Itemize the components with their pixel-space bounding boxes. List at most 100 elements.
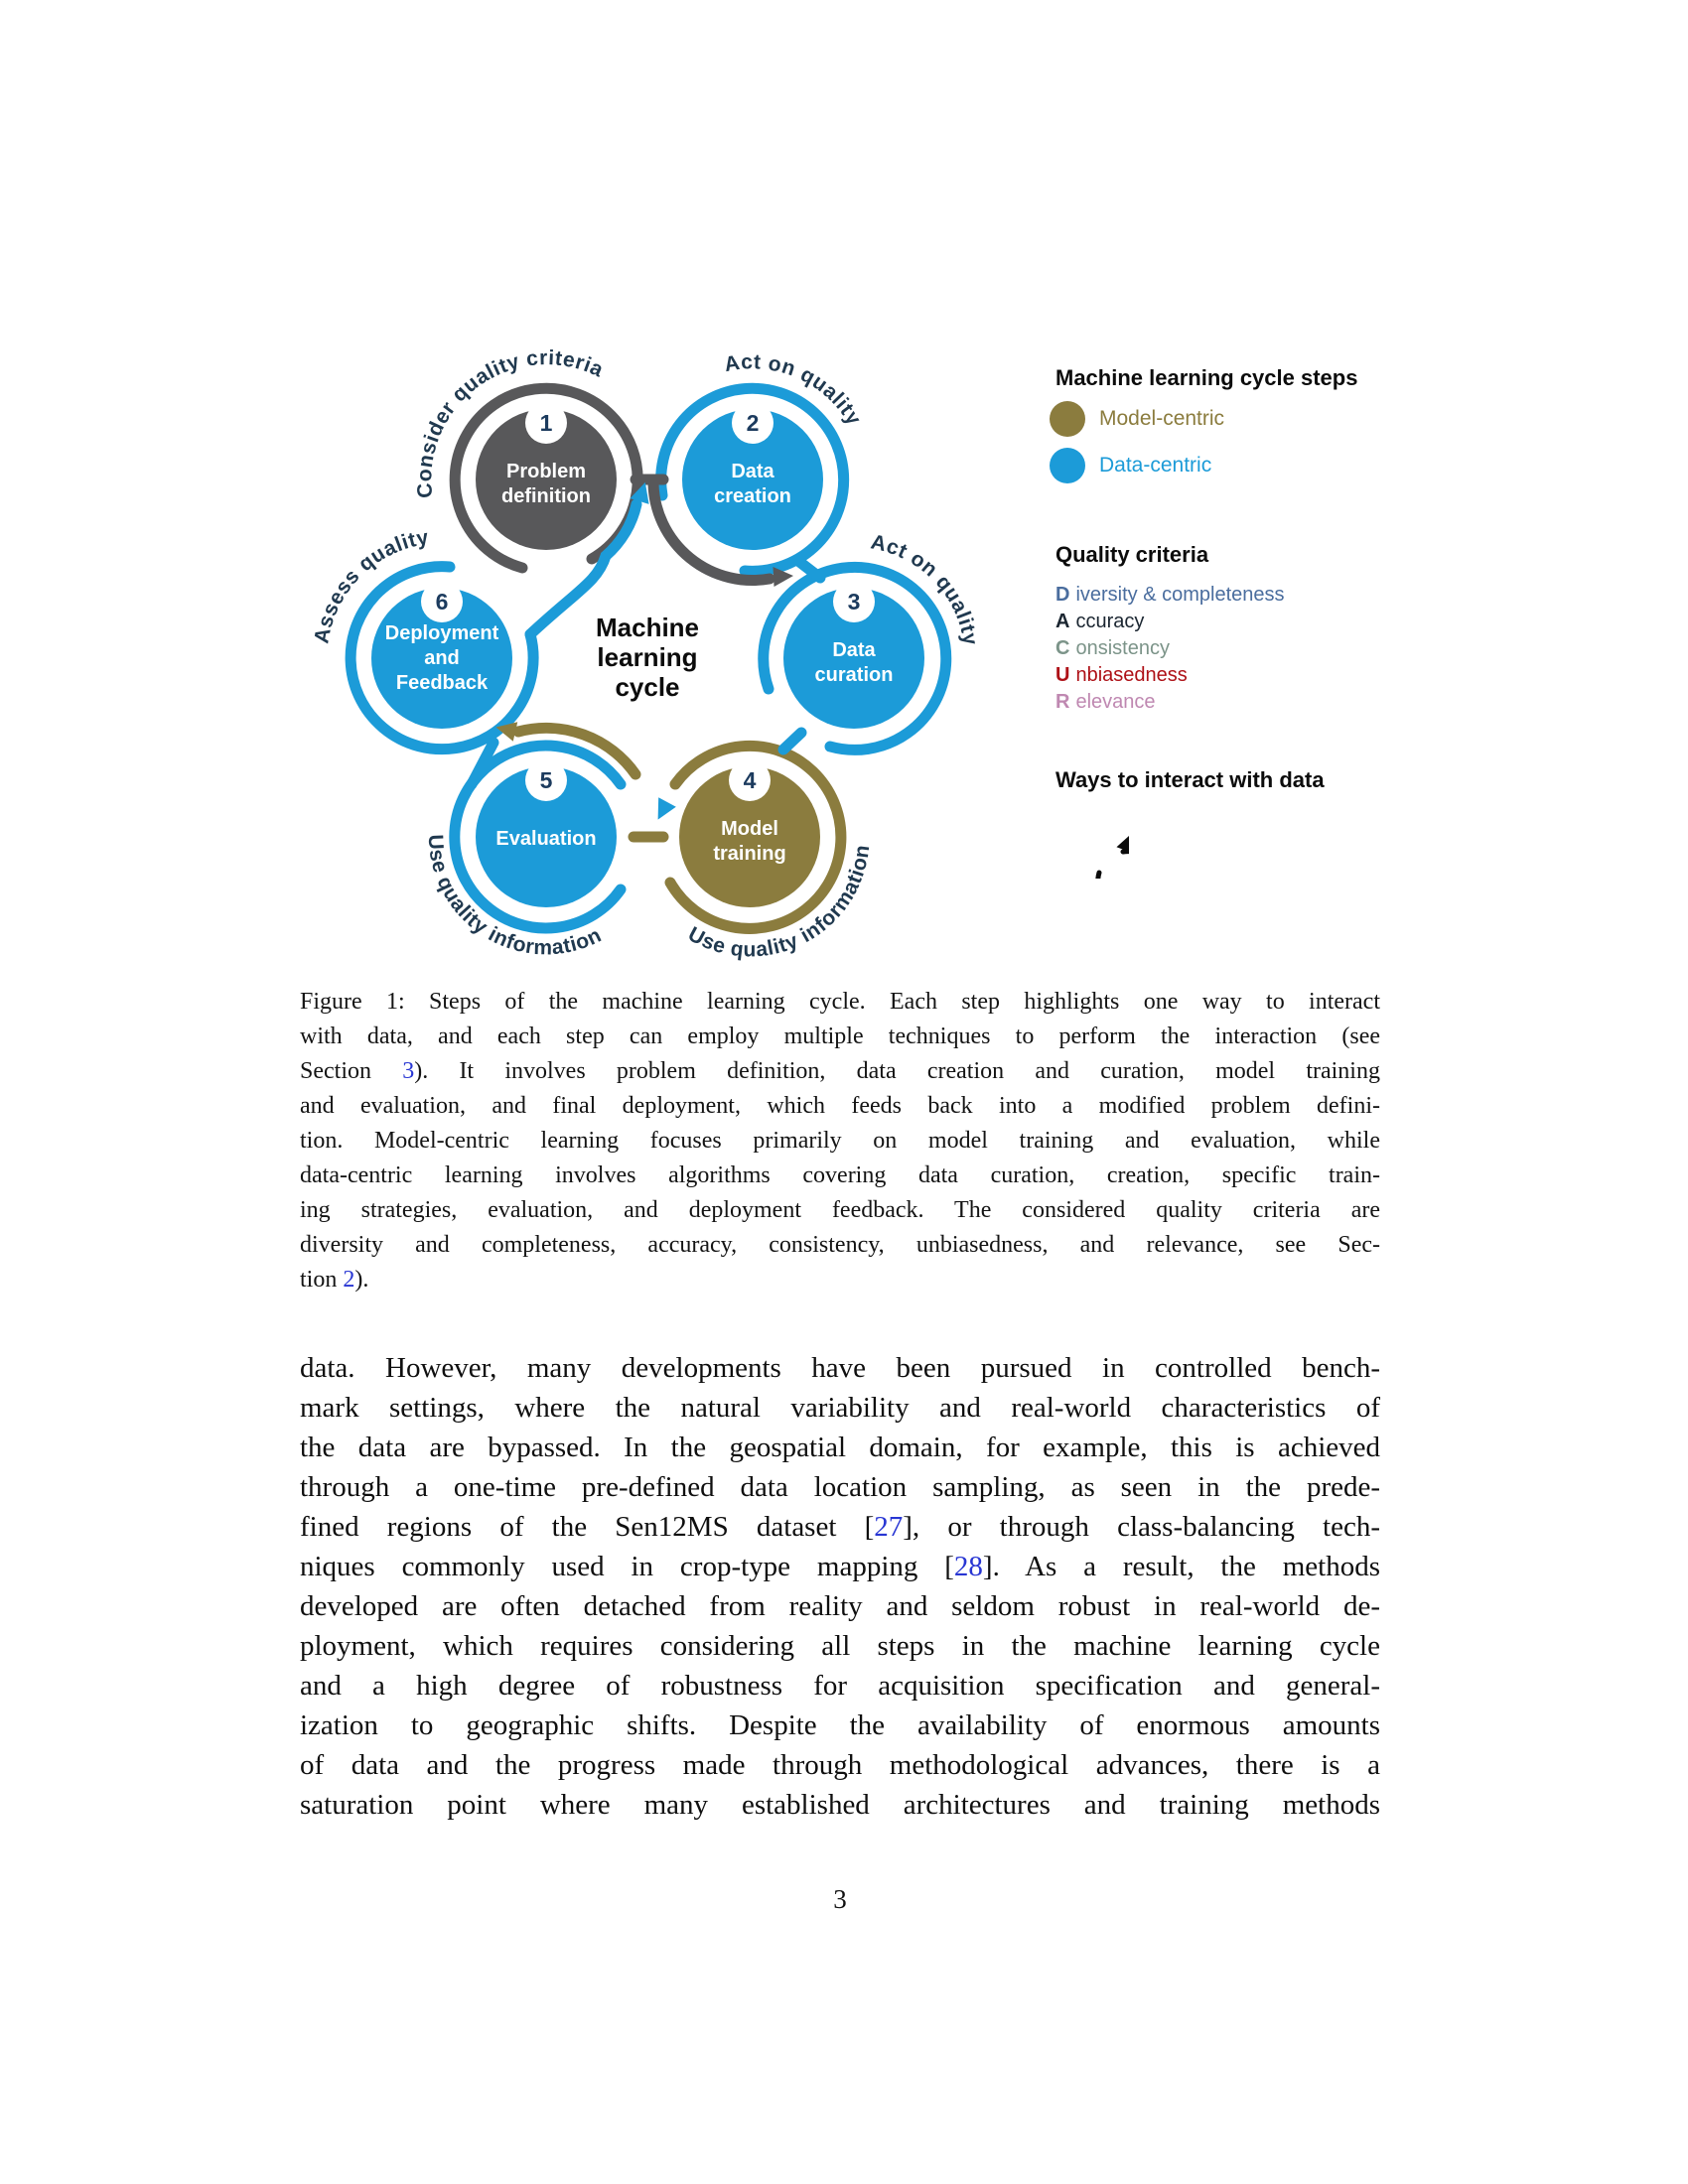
body-line: mark settings, where the natural variabi… [300,1392,1380,1424]
caption-text: ). It involves problem definition, data … [414,1058,1380,1084]
node-circle-4 [679,766,820,907]
ring-model-training [664,740,847,934]
figure-caption: Figure 1: Steps of the machine learning … [300,985,1380,1297]
node-label: Feedback [396,672,489,694]
node-label: Data [832,639,876,661]
cycle-node-data-curation: 3 Data curation [783,581,924,729]
section-2-link[interactable]: 2 [343,1267,355,1293]
flow-under-data-creation [647,478,775,586]
body-line: and a high degree of robustness for acqu… [300,1670,1380,1702]
criterion-letter: U [1055,664,1070,686]
body-line: ization to geographic shifts. Despite th… [300,1709,1380,1741]
criterion-letter: D [1055,584,1070,606]
node-number-5: 5 [540,767,553,793]
caption-line: diversity and completeness, accuracy, co… [300,1232,1380,1258]
node-badge-3 [833,581,875,622]
caption-text: Section [300,1058,403,1084]
criterion-rest: ccuracy [1075,611,1145,632]
ring-deployment [345,561,539,755]
cycle-node-evaluation: 5 Evaluation [476,759,617,907]
caption-line: and evaluation, and final deployment, wh… [300,1093,1380,1119]
body-text: fined regions of the Sen12MS dataset [ [300,1511,875,1543]
caption-text: ). [354,1267,369,1293]
arrow-into-problem-definition [630,481,649,504]
cycle-center-title: Machine learning cycle [596,613,699,702]
cycle-node-data-creation: 2 Data creation [682,402,823,550]
center-line: learning [597,642,697,672]
flow-over-evaluation [512,722,641,780]
node-label: Evaluation [495,828,596,850]
center-line: cycle [615,672,679,702]
node-number-2: 2 [747,410,760,436]
body-line: of data and the progress made through me… [300,1749,1380,1781]
body-line: through a one-time pre-defined data loca… [300,1471,1380,1503]
node-label: curation [815,664,894,686]
ml-cycle-diagram: 1 Problem definition 2 Data creation 3 D… [310,346,981,961]
node-badge-5 [525,759,567,801]
arrow-to-data-curation [773,567,793,587]
body-line: niques commonly used in crop-type mappin… [300,1547,1380,1586]
cycle-node-model-training: 4 Model training [679,759,820,907]
criterion-letter: R [1055,691,1070,713]
connector-6-1 [524,498,642,640]
caption-line: data-centric learning involves algorithm… [300,1162,1380,1188]
ring-data-curation [758,561,952,755]
caption-line: with data, and each step can employ mult… [300,1024,1380,1049]
caption-line: ing strategies, evaluation, and deployme… [300,1197,1380,1223]
body-text: ]. As a result, the methods [982,1551,1380,1582]
legend-spacer [1050,484,1387,542]
node-number-3: 3 [848,589,861,614]
connector-5-6 [466,737,499,790]
node-badge-2 [732,402,774,444]
legend-ways-title: Ways to interact with data [1055,767,1325,792]
node-circle-3 [783,588,924,729]
body-text: ], or through class-balancing tech- [903,1511,1380,1543]
criterion-rest: iversity & completeness [1075,584,1285,606]
caption-text: tion [300,1267,344,1293]
legend-label-data-centric: Data-centric [1099,454,1212,477]
node-label: Problem [506,461,586,482]
cycle-node-deployment-feedback: 6 Deployment and Feedback [371,581,512,729]
node-label: definition [501,485,591,507]
criterion-letter: C [1055,637,1070,659]
criterion-letter: A [1055,611,1070,632]
arrow-into-evaluation [495,722,518,742]
node-number-6: 6 [436,589,449,614]
node-label: Deployment [385,622,499,644]
criterion-rest: onsistency [1075,637,1170,659]
body-line: ployment, which requires considering all… [300,1630,1380,1662]
legend-quality-title: Quality criteria [1055,542,1209,567]
body-line: fined regions of the Sen12MS dataset [27… [300,1507,1380,1547]
legend-row-model-centric: Model-centric [1050,400,1387,438]
node-label: Data [731,461,774,482]
node-label: Model [721,818,778,840]
caption-line: Section 3). It involves problem definiti… [300,1054,1380,1089]
body-line: the data are bypassed. In the geospatial… [300,1432,1380,1463]
criterion-rest: nbiasedness [1075,664,1188,686]
node-label: and [424,647,460,669]
node-circle-1 [476,409,617,550]
citation-27-link[interactable]: 27 [874,1511,904,1543]
section-3-link[interactable]: 3 [402,1058,415,1084]
citation-28-link[interactable]: 28 [953,1551,983,1582]
node-badge-6 [421,581,463,622]
caption-line: tion 2). [300,1263,1380,1297]
legend-spacer [1050,568,1387,582]
node-circle-6 [371,588,512,729]
connector-2-3 [792,555,826,584]
body-line: data. However, many developments have be… [300,1352,1380,1384]
node-badge-1 [525,402,567,444]
data-centric-dot-icon [1050,448,1085,483]
body-line: saturation point where many established … [300,1789,1380,1821]
caption-line: Figure 1: Steps of the machine learning … [300,989,1380,1015]
node-number-1: 1 [540,410,553,436]
cycle-node-problem-definition: 1 Problem definition [476,402,617,550]
ring-evaluation [449,740,627,934]
node-label: creation [714,485,791,507]
figure-legend: Machine learning cycle steps Model-centr… [1050,365,1387,914]
caption-line: tion. Model-centric learning focuses pri… [300,1128,1380,1154]
body-paragraph: data. However, many developments have be… [300,1348,1380,1825]
